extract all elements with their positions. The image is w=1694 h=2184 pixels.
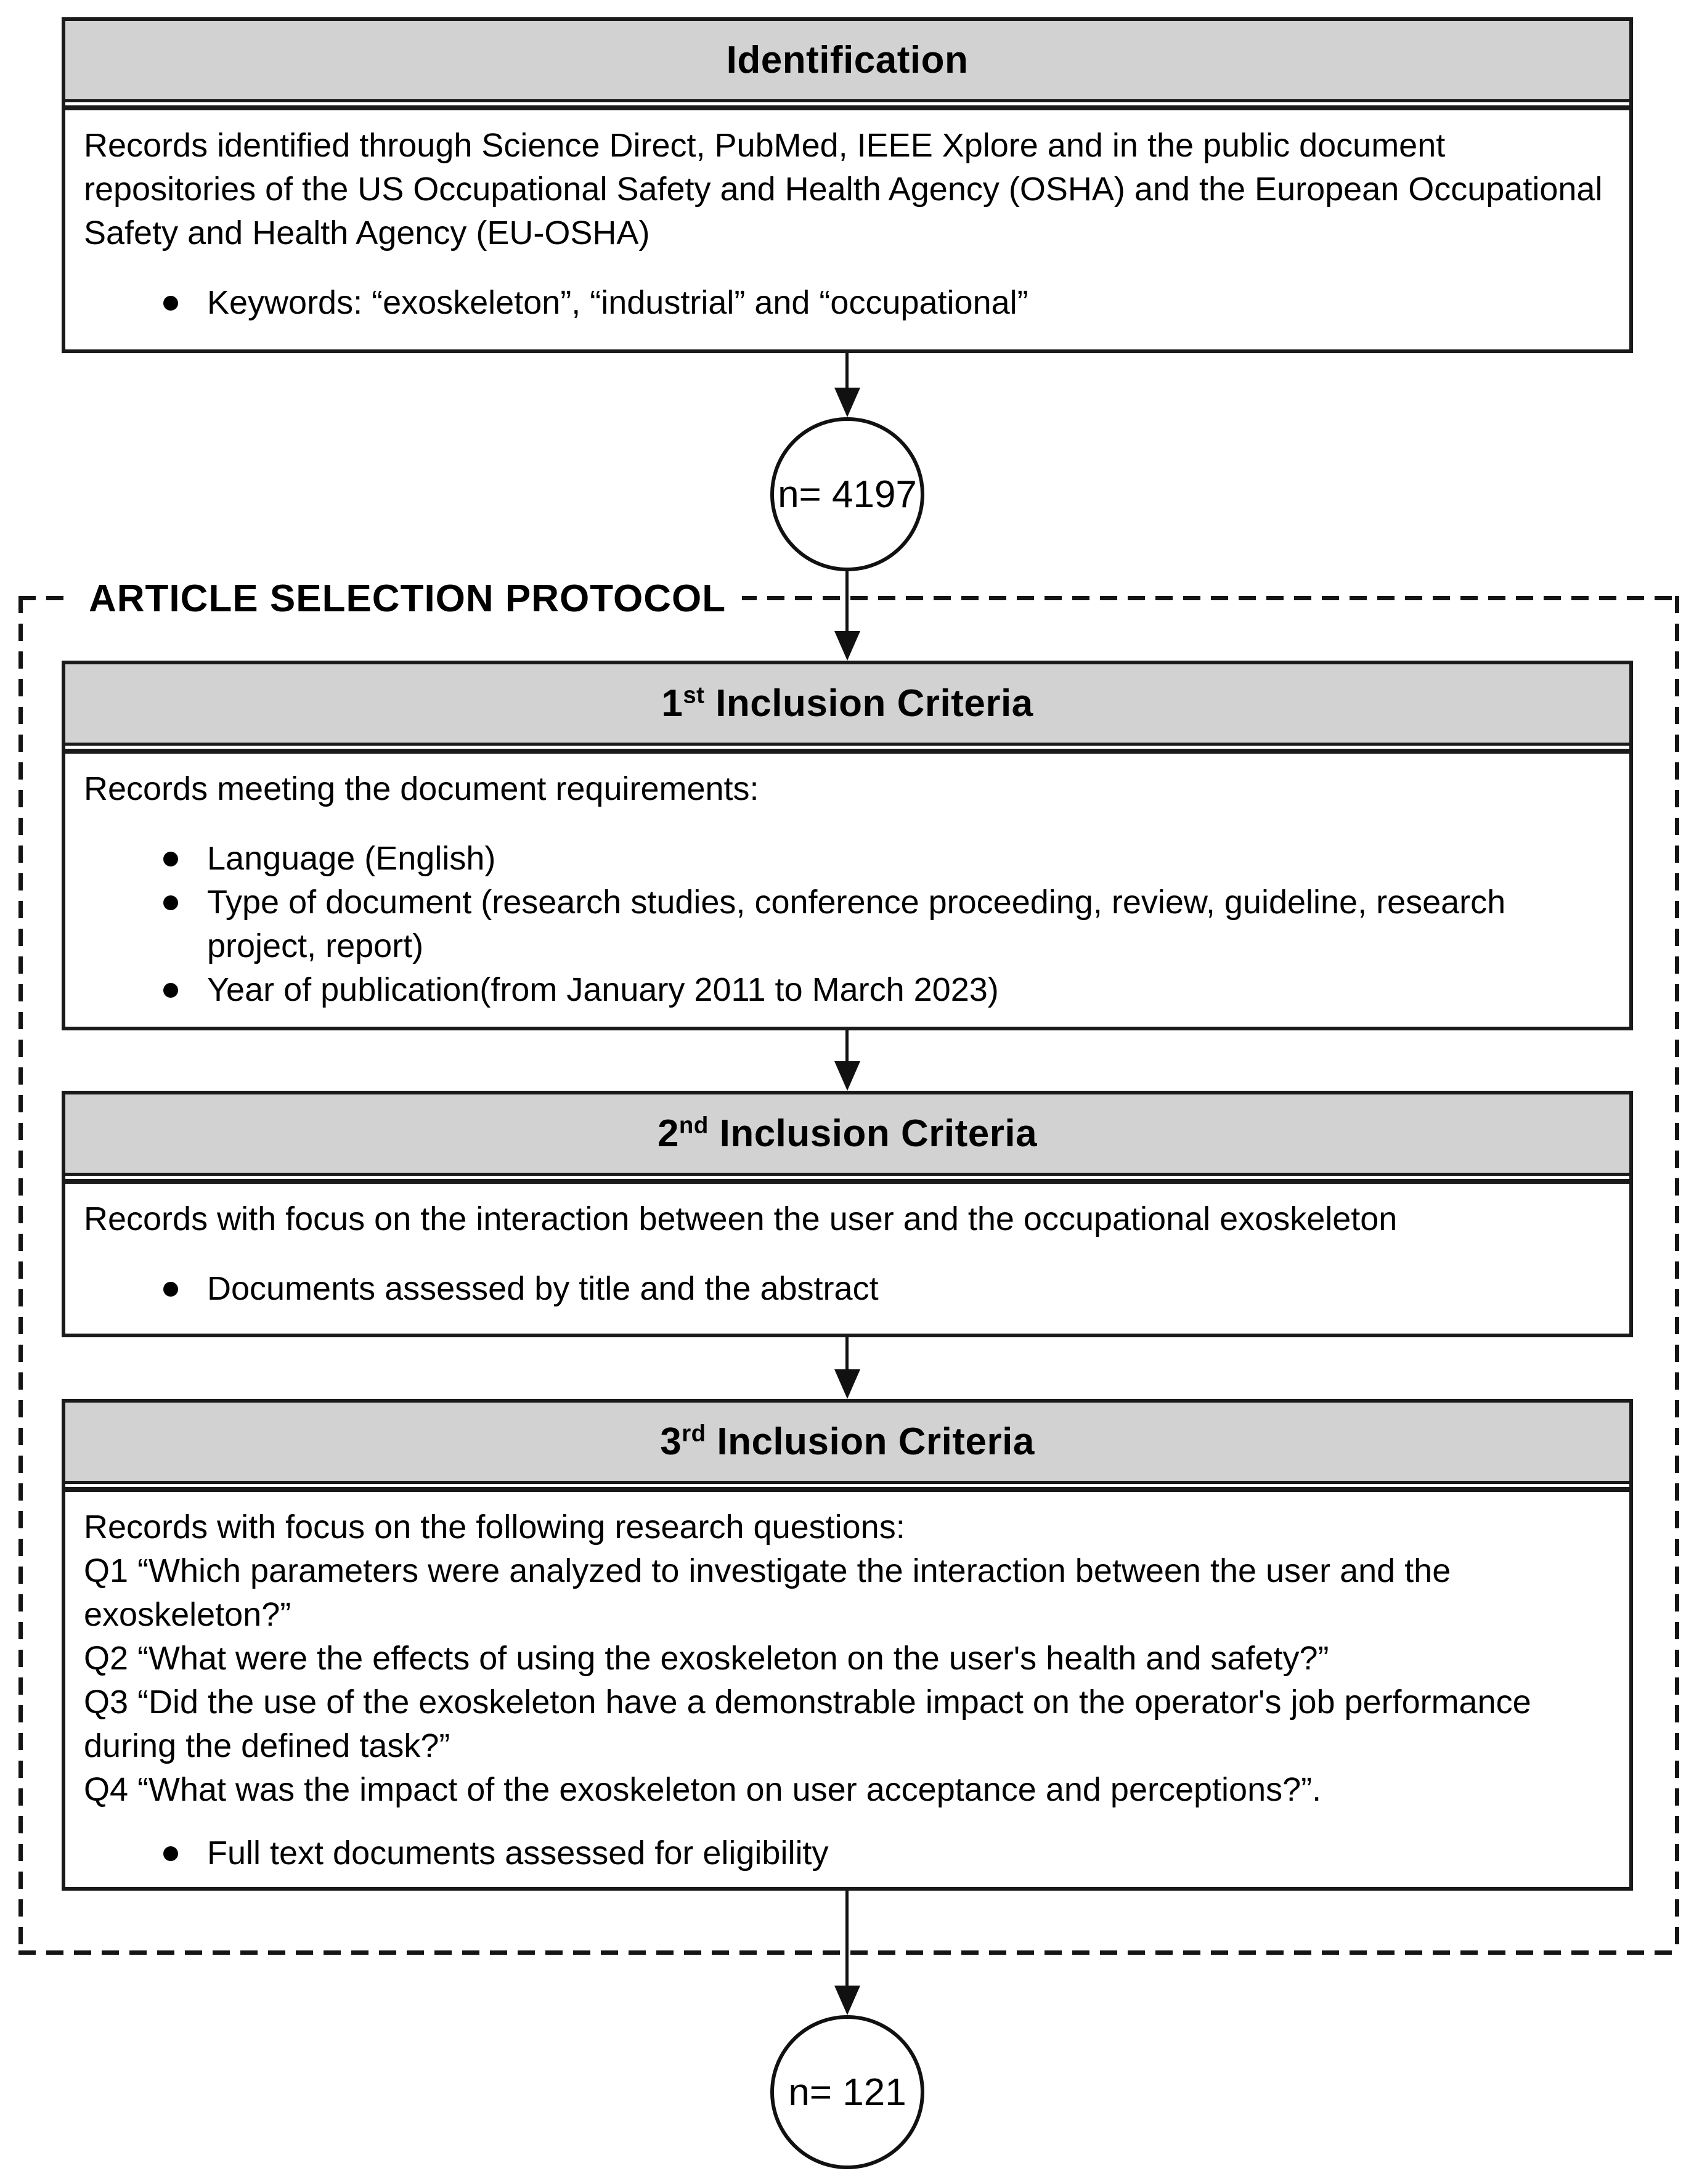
count-circle-final: n= 121 <box>770 2015 924 2169</box>
identification-text: Records identified through Science Direc… <box>84 127 1603 251</box>
criteria-3-header: 3rd Inclusion Criteria <box>65 1403 1629 1484</box>
header-separator-gap <box>65 102 1629 105</box>
flow-arrow-line <box>845 1891 849 1987</box>
header-separator-rule <box>65 1487 1629 1492</box>
arrow-down-icon <box>834 388 860 417</box>
header-separator-rule <box>65 1179 1629 1184</box>
protocol-boundary-top <box>18 596 1679 600</box>
criteria-2-body: Records with focus on the interaction be… <box>65 1184 1629 1324</box>
protocol-boundary-bottom <box>18 1950 1679 1955</box>
research-question: Q1 “Which parameters were analyzed to in… <box>84 1552 1451 1633</box>
bullet-item: Documents assessed by title and the abst… <box>84 1267 1611 1311</box>
criteria-2-bullet-list: Documents assessed by title and the abst… <box>84 1267 1611 1311</box>
arrow-down-icon <box>834 631 860 661</box>
bullet-item: Year of publication(from January 2011 to… <box>84 968 1611 1012</box>
arrow-down-icon <box>834 1986 860 2015</box>
bullet-item: Language (English) <box>84 837 1611 881</box>
research-question: Q2 “What were the effects of using the e… <box>84 1640 1329 1677</box>
criteria-1-body: Records meeting the document requirement… <box>65 754 1629 1025</box>
flow-arrow-line <box>845 571 849 632</box>
flow-arrow-line <box>845 353 849 389</box>
criteria-2-header: 2nd Inclusion Criteria <box>65 1094 1629 1176</box>
count-final-value: n= 121 <box>788 2071 906 2114</box>
identification-bullet-list: Keywords: “exoskeleton”, “industrial” an… <box>84 281 1611 325</box>
criteria-1-intro: Records meeting the document requirement… <box>84 770 759 807</box>
bullet-item: Keywords: “exoskeleton”, “industrial” an… <box>84 281 1611 325</box>
flow-arrow-line <box>845 1337 849 1371</box>
criteria-2-title: 2nd Inclusion Criteria <box>657 1112 1038 1155</box>
criteria-1-title: 1st Inclusion Criteria <box>661 682 1033 725</box>
flow-arrow-line <box>845 1030 849 1062</box>
criteria-1-bullet-list: Language (English) Type of document (res… <box>84 837 1611 1012</box>
identification-title: Identification <box>726 39 969 81</box>
criteria-2-intro: Records with focus on the interaction be… <box>84 1200 1398 1237</box>
criteria-3-title: 3rd Inclusion Criteria <box>660 1420 1035 1463</box>
protocol-boundary-right <box>1675 596 1679 1955</box>
research-question: Q4 “What was the impact of the exoskelet… <box>84 1771 1322 1808</box>
criteria-3-bullet-list: Full text documents assessed for eligibi… <box>84 1832 1611 1875</box>
protocol-boundary-left <box>18 596 23 1955</box>
header-separator-rule <box>65 105 1629 110</box>
criteria-box-2: 2nd Inclusion Criteria Records with focu… <box>62 1091 1633 1337</box>
criteria-1-header: 1st Inclusion Criteria <box>65 664 1629 746</box>
header-separator-rule <box>65 749 1629 754</box>
count-circle-initial: n= 4197 <box>770 417 924 571</box>
research-question: Q3 “Did the use of the exoskeleton have … <box>84 1684 1531 1764</box>
header-separator-gap <box>65 1176 1629 1179</box>
criteria-box-3: 3rd Inclusion Criteria Records with focu… <box>62 1399 1633 1891</box>
identification-body: Records identified through Science Direc… <box>65 110 1629 338</box>
criteria-3-intro: Records with focus on the following rese… <box>84 1509 905 1546</box>
bullet-item: Full text documents assessed for eligibi… <box>84 1832 1611 1875</box>
header-separator-gap <box>65 746 1629 749</box>
arrow-down-icon <box>834 1061 860 1091</box>
header-separator-gap <box>65 1484 1629 1487</box>
identification-header: Identification <box>65 21 1629 102</box>
criteria-box-1: 1st Inclusion Criteria Records meeting t… <box>62 661 1633 1030</box>
bullet-item: Type of document (research studies, conf… <box>84 881 1611 968</box>
arrow-down-icon <box>834 1369 860 1399</box>
criteria-3-body: Records with focus on the following rese… <box>65 1492 1629 1889</box>
count-initial-value: n= 4197 <box>778 473 917 516</box>
protocol-label: ARTICLE SELECTION PROTOCOL <box>73 577 743 621</box>
identification-box: Identification Records identified throug… <box>62 17 1633 353</box>
